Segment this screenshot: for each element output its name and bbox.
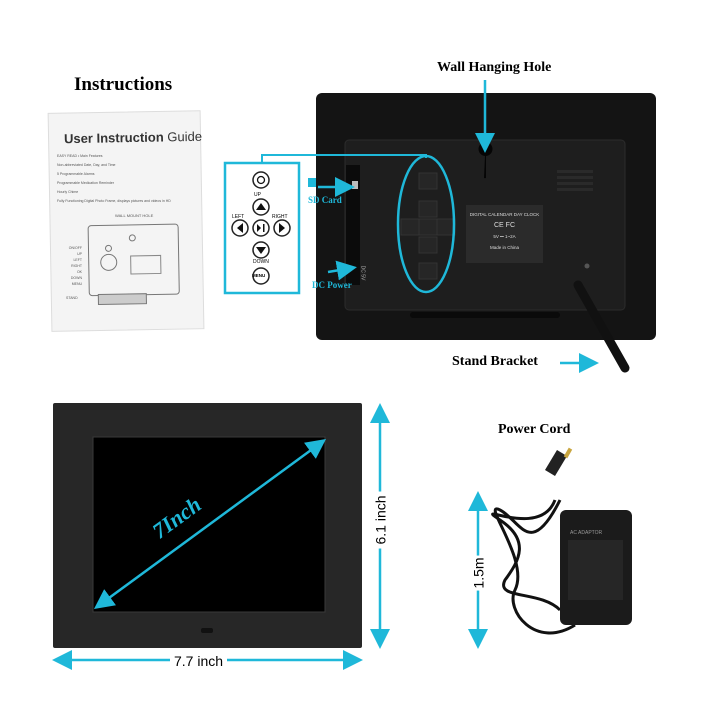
booklet-title-guide: Guide [167, 128, 203, 145]
booklet-label: LEFT [73, 258, 82, 262]
label-panel: DIGITAL CALENDAR DAY CLOCK CE FC 5V ⎓ 1~… [466, 209, 543, 253]
booklet-label: UP [77, 252, 82, 256]
feature-item: 5 Programmable Alarms [57, 172, 95, 176]
sd-card-label: SD Card [308, 195, 342, 205]
feature-item: Fully Functioning Digital Photo Frame, d… [57, 199, 171, 203]
instruction-booklet [47, 110, 205, 332]
keypad-menu-label: MENU [252, 273, 266, 278]
keypad-up-label: UP [254, 192, 261, 198]
instructions-heading: Instructions [74, 74, 173, 95]
keypad-right-label: RIGHT [272, 214, 288, 220]
keypad-left-label: LEFT [232, 214, 245, 220]
label-panel-origin: Made in China [489, 245, 520, 250]
booklet-label: ON/OFF [68, 246, 82, 250]
features-heading: EASY READ • Main Features [57, 154, 103, 158]
booklet-features: EASY READ • Main Features Non-abbreviate… [57, 152, 197, 206]
booklet-button-labels: ON/OFF UP LEFT RIGHT OK DOWN MENU [60, 245, 82, 287]
feature-item: Non-abbreviated Date, Day, and Time [57, 163, 116, 167]
label-panel-rating: 5V ⎓ 1~2A [493, 234, 516, 239]
booklet-title-main: User Instruction [63, 129, 164, 147]
dc-port-label: DC 5V [359, 265, 366, 281]
booklet-title: User Instruction Guide [64, 129, 202, 146]
adapter-label: AC ADAPTOR [570, 530, 603, 536]
booklet-label: MENU [71, 282, 82, 286]
power-adapter [491, 499, 576, 635]
wall-hanging-hole-label: Wall Hanging Hole [437, 60, 552, 75]
keypad-down-label: DOWN [253, 259, 269, 265]
label-panel-title: DIGITAL CALENDAR DAY CLOCK [469, 212, 540, 217]
power-cord-label: Power Cord [498, 422, 571, 437]
feature-item: Programmable Medication Reminder [57, 181, 114, 185]
width-label: 7.7 inch [170, 653, 228, 669]
dc-power-label: DC Power [312, 280, 352, 290]
cord-length-label: 1.5m [470, 555, 487, 591]
booklet-label: DOWN [70, 276, 82, 280]
booklet-label: RIGHT [71, 264, 82, 268]
height-label: 6.1 inch [372, 491, 389, 549]
feature-item: Hourly Chime [57, 190, 79, 194]
booklet-label: OK [76, 270, 82, 274]
label-panel-marks: CE FC [494, 222, 515, 229]
booklet-wall-mount: WALL MOUNT HOLE [115, 213, 154, 218]
stand-bracket-label: Stand Bracket [452, 354, 538, 369]
booklet-stand: STAND [66, 296, 78, 300]
